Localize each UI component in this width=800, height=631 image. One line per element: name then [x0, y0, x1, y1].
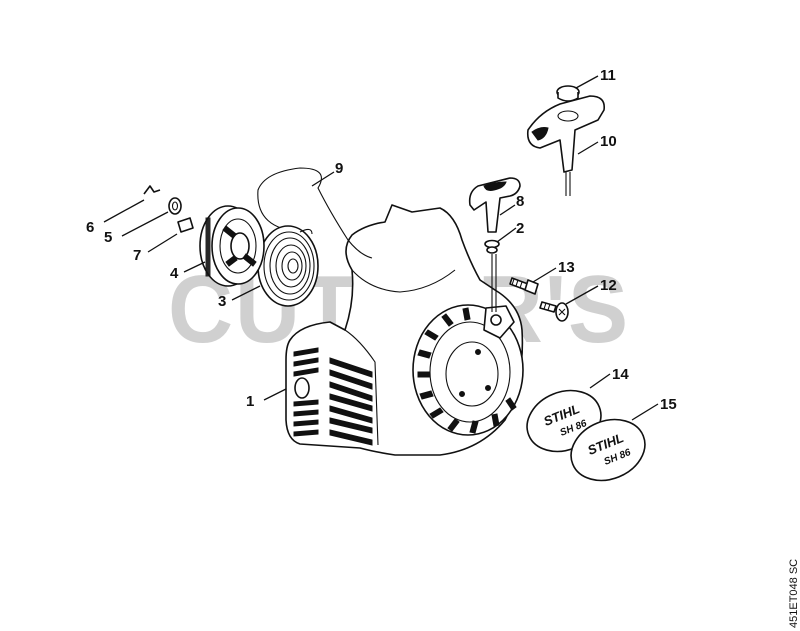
- callout-11: 11: [600, 67, 616, 84]
- fan-housing-part: [285, 204, 524, 456]
- callout-14: 14: [612, 366, 629, 383]
- starter-rope-part: [257, 167, 373, 259]
- insert-cap-part: [556, 85, 580, 102]
- leader-4: [183, 261, 206, 273]
- callout-8: 8: [516, 193, 524, 210]
- screw-12-part: [539, 301, 569, 322]
- leader-5: [121, 211, 169, 237]
- callout-13: 13: [558, 259, 575, 276]
- leader-10: [577, 141, 599, 155]
- starter-grip-part: [468, 177, 521, 233]
- rope-bush-part: [484, 239, 500, 254]
- housing-fan-wheel: [412, 304, 524, 436]
- leader-2: [496, 227, 517, 243]
- housing-grille: [293, 347, 373, 446]
- rewind-spring-part: [257, 225, 319, 307]
- washer-part: [168, 197, 182, 215]
- pawl-part: [177, 217, 194, 233]
- starter-handle-part: [526, 95, 606, 196]
- callout-7: 7: [133, 247, 141, 264]
- leader-3: [231, 285, 261, 301]
- callout-9: 9: [335, 160, 343, 177]
- callout-6: 6: [86, 219, 94, 236]
- callout-5: 5: [104, 229, 112, 246]
- leader-7: [147, 233, 178, 253]
- starter-rope-shaft: [491, 254, 497, 312]
- callout-1: 1: [246, 393, 254, 410]
- leader-11: [575, 75, 599, 89]
- rope-rotor-part: [199, 205, 265, 287]
- callout-3: 3: [218, 293, 226, 310]
- leader-13: [532, 267, 557, 283]
- callout-2: 2: [516, 220, 524, 237]
- leader-14: [589, 373, 611, 389]
- leader-15: [631, 403, 659, 421]
- callout-12: 12: [600, 277, 617, 294]
- callout-15: 15: [660, 396, 677, 413]
- callout-4: 4: [170, 265, 179, 282]
- model-badge-15: STIHL SH 86: [570, 418, 646, 482]
- leader-9: [311, 171, 335, 187]
- screw-13-part: [509, 277, 539, 295]
- spring-clip-part: [143, 185, 161, 195]
- leader-6: [103, 199, 145, 223]
- leader-8: [499, 204, 516, 216]
- drawing-code: 451ET048 SC: [788, 559, 800, 628]
- model-badge-14: STIHL SH 86: [526, 389, 602, 453]
- leader-12: [565, 285, 599, 305]
- leader-1: [263, 388, 287, 401]
- callout-10: 10: [600, 133, 617, 150]
